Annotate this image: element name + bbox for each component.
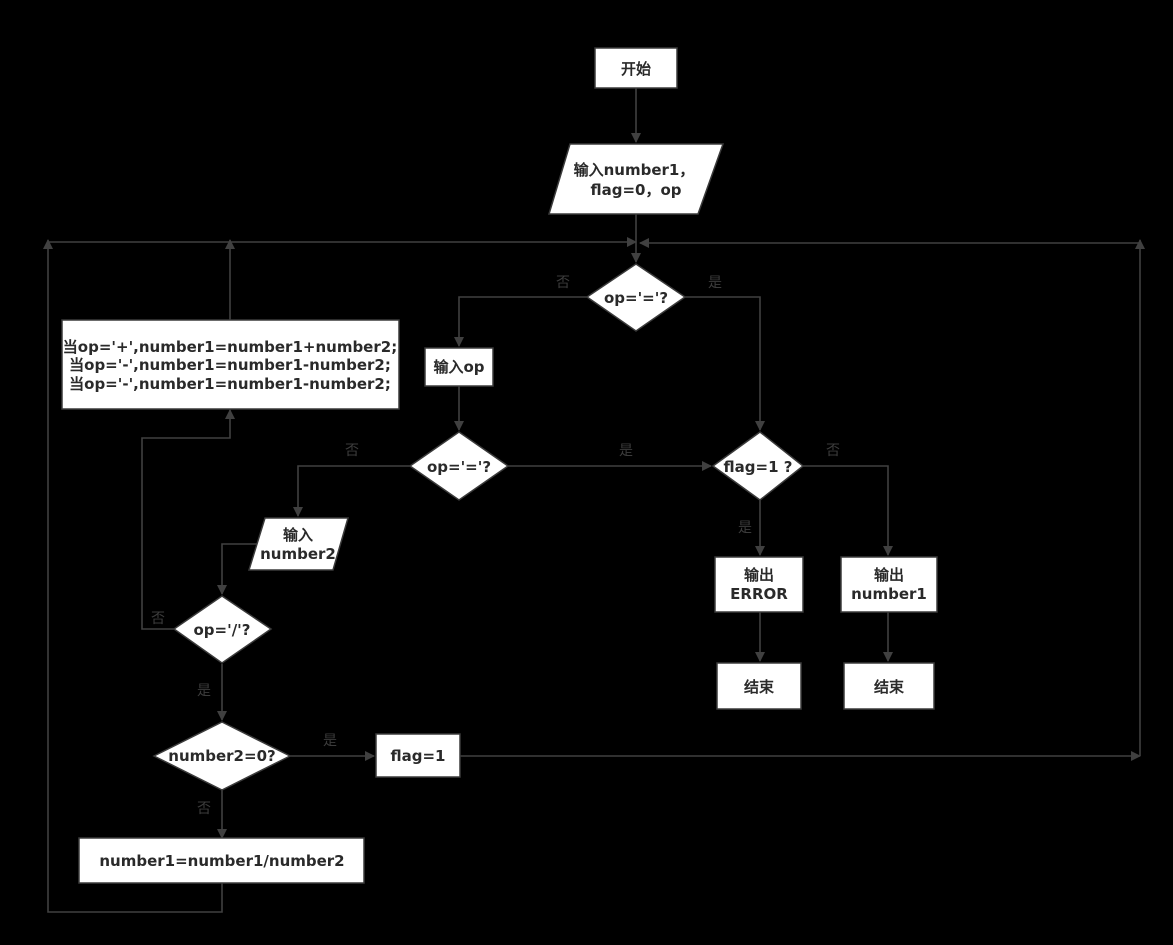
node-end-left: 结束 <box>716 662 802 710</box>
input-number2-line2: number2 <box>260 545 336 563</box>
node-check-div: op='/'? <box>172 595 273 664</box>
input-op-label: 输入op <box>433 358 484 376</box>
input-init-line2: flag=0，op <box>590 181 681 199</box>
end-left-label: 结束 <box>744 678 775 696</box>
check-flag-label: flag=1 ? <box>724 458 793 476</box>
check-eq-top-label: op='='? <box>604 289 668 307</box>
node-start: 开始 <box>594 47 678 89</box>
check-eq-mid-label: op='='? <box>427 458 491 476</box>
calc-line1: 当op='+',number1=number1+number2; <box>63 338 397 356</box>
input-init-line1: 输入number1， <box>574 161 695 179</box>
check-div-label: op='/'? <box>194 621 251 639</box>
label-flag-yes: 是 <box>738 520 752 536</box>
edge-flag-no-output <box>803 465 893 556</box>
edges <box>43 88 1145 913</box>
node-divide: number1=number1/number2 <box>78 837 365 884</box>
node-check-eq-top: op='='? <box>585 263 687 332</box>
divide-label: number1=number1/number2 <box>99 852 344 870</box>
label-div-no: 否 <box>151 611 165 627</box>
check-zero-label: number2=0? <box>168 747 275 765</box>
label-zero-no: 否 <box>197 801 211 817</box>
edge-mid-no-input2 <box>293 465 410 517</box>
label-top-yes: 是 <box>708 275 722 291</box>
node-output-number1: 输出 number1 <box>840 556 938 613</box>
label-top-no: 否 <box>556 275 570 291</box>
node-input-op: 输入op <box>424 347 494 387</box>
edge-top-yes-flag <box>685 296 765 431</box>
edge-div-no-calc <box>141 409 235 630</box>
node-calc-block: 当op='+',number1=number1+number2; 当op='-'… <box>61 319 400 410</box>
node-check-eq-mid: op='='? <box>408 431 510 501</box>
node-input-number2: 输入 number2 <box>247 517 349 571</box>
label-mid-no: 否 <box>345 443 359 459</box>
node-input-init: 输入number1， flag=0，op <box>547 143 725 215</box>
output-number1-line1: 输出 <box>874 566 904 584</box>
edge-labels: 否 是 否 是 否 是 否 是 是 否 <box>151 275 840 817</box>
edge-top-no-input-op <box>454 296 587 347</box>
edge-divide-loop <box>43 239 223 913</box>
node-set-flag: flag=1 <box>375 733 461 778</box>
calc-line3: 当op='-',number1=number1-number2; <box>69 375 391 393</box>
label-zero-yes: 是 <box>323 733 337 749</box>
label-mid-yes: 是 <box>619 443 633 459</box>
edge-input2-div <box>217 543 262 595</box>
end-right-label: 结束 <box>874 678 905 696</box>
output-error-line1: 输出 <box>744 566 774 584</box>
node-check-flag: flag=1 ? <box>711 431 805 501</box>
node-check-zero: number2=0? <box>152 721 292 791</box>
label-flag-no: 否 <box>826 443 840 459</box>
input-number2-line1: 输入 <box>283 526 313 544</box>
output-error-line2: ERROR <box>730 585 788 603</box>
node-output-error: 输出 ERROR <box>714 556 804 613</box>
set-flag-label: flag=1 <box>391 747 446 765</box>
node-end-right: 结束 <box>843 662 935 710</box>
start-label: 开始 <box>621 60 651 78</box>
calc-line2: 当op='-',number1=number1-number2; <box>69 356 391 374</box>
output-number1-line2: number1 <box>851 585 927 603</box>
label-div-yes: 是 <box>197 683 211 699</box>
